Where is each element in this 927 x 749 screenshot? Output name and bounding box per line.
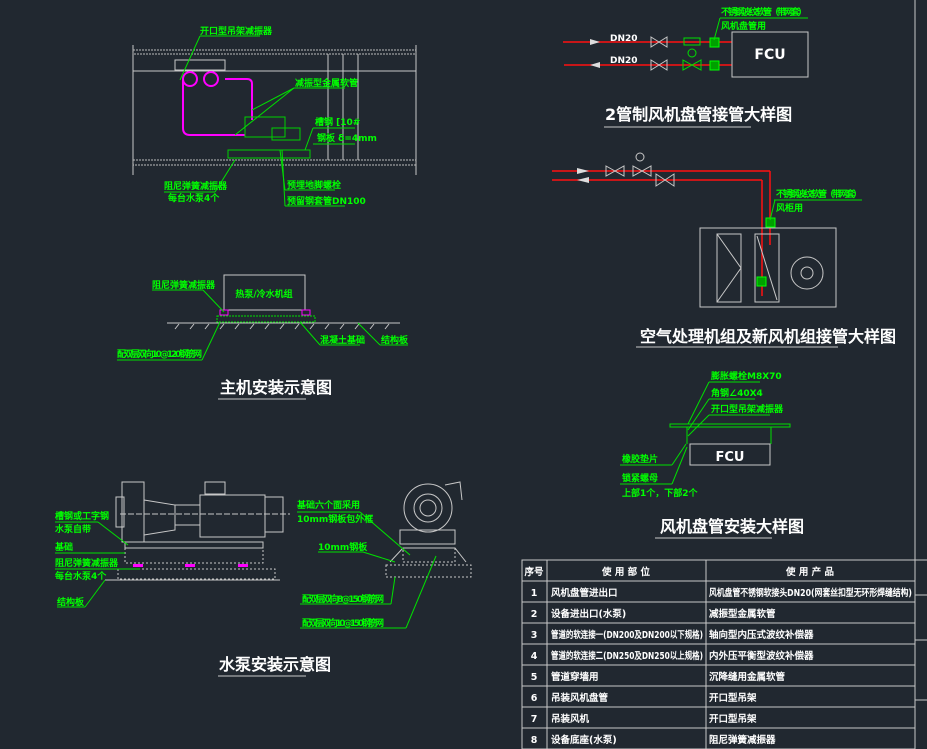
label-nut: 锁紧螺母 [622, 472, 658, 484]
title-fcu-2pipe: 2管制风机盘管接管大样图 [605, 105, 792, 124]
cell-product: 风机盘管不锈钢软接头DN20(网套丝扣型无环形焊缝结构) [709, 587, 912, 599]
cell-product: 阻尼弹簧减振器 [709, 734, 776, 746]
cell-location: 管道的软连接一(DN200及DN200以下规格) [551, 629, 703, 641]
cell-location: 吊装风机盘管 [551, 692, 609, 704]
label-hose: 不锈钢波纹软管（带网套） [776, 188, 862, 200]
fcu-unit-label: FCU [716, 450, 745, 465]
label-dn20-return: DN20 [610, 56, 638, 66]
cell-product: 内外压平衡型波纹补偿器 [709, 650, 814, 662]
pump-detail: 槽钢或工字钢 水泵自带 基础 阻尼弹簧减振器 每台水泵4个 结构板 基础六个面采… [54, 481, 472, 677]
label-plate: 钢板 δ=4mm [317, 132, 377, 144]
label-damper-qty: 每台水泵4个 [55, 570, 107, 582]
header-no: 序号 [524, 566, 544, 578]
label-slab: 结构板 [57, 596, 85, 608]
cell-location: 设备底座(水泵) [551, 734, 617, 746]
label-concrete: 混凝土基础 [320, 334, 365, 346]
table-row: 1 风机盘管进出口 风机盘管不锈钢软接头DN20(网套丝扣型无环形焊缝结构) [531, 587, 912, 599]
cell-product: 减振型金属软管 [709, 608, 776, 620]
label-damper: 阻尼弹簧减振器 [152, 279, 216, 291]
label-hose-use: 风柜用 [776, 202, 803, 214]
table-row: 2 设备进出口(水泵) 减振型金属软管 [531, 608, 776, 620]
cell-product: 轴向型内压式波纹补偿器 [709, 629, 814, 641]
label-hose: 不锈钢波纹软管（带网套） [721, 6, 807, 18]
label-bolt: 预埋地脚螺栓 [287, 179, 341, 191]
label-hose-use: 风机盘管用 [721, 20, 766, 32]
cell-no: 4 [531, 651, 538, 662]
cell-no: 7 [531, 714, 538, 725]
cell-product: 沉降缝用金属软管 [709, 671, 786, 683]
label-nut-qty: 上部1个，下部2个 [622, 487, 699, 499]
table-row: 3 管道的软连接一(DN200及DN200以下规格) 轴向型内压式波纹补偿器 [531, 629, 814, 641]
sheet-border [914, 0, 927, 749]
pump-room-section: 开口型吊架减振器 减振型金属软管 槽钢 [10# 钢板 δ=4mm 阻尼弹簧减振… [132, 25, 417, 207]
label-channel: 槽钢或工字钢 [55, 510, 109, 522]
table-row: 4 管道的软连接二(DN250及DN250以上规格) 内外压平衡型波纹补偿器 [531, 650, 814, 662]
fcu-unit-label: FCU [754, 47, 785, 63]
table-row: 5 管道穿墙用 沉降缝用金属软管 [531, 671, 786, 683]
label-base: 基础 [54, 541, 73, 553]
label-damper: 阻尼弹簧减振器 [164, 180, 228, 192]
fcu-install-detail: FCU 膨胀螺栓M8X70 角钢∠40X4 开口型吊架减振器 橡胶垫片 锁紧螺母… [620, 370, 804, 539]
title-fcu-install: 风机盘管安装大样图 [660, 517, 804, 536]
label-damper-qty: 每台水泵4个 [168, 192, 220, 204]
cell-no: 1 [531, 588, 538, 599]
table-header: 序号 使 用 部 位 使 用 产 品 [524, 566, 833, 578]
cell-location: 风机盘管进出口 [551, 587, 618, 599]
cell-product: 开口型吊架 [709, 713, 757, 725]
label-plate: 10mm钢板 [318, 541, 368, 553]
cell-no: 5 [531, 672, 538, 683]
cell-location: 设备进出口(水泵) [551, 608, 626, 620]
fcu-2pipe-detail: FCU DN20 DN20 不锈钢波纹软管（带网套） 风机盘管用 2管制风机盘管… [563, 6, 809, 128]
cell-location: 管道穿墙用 [551, 671, 599, 683]
label-rebar1: 配双层双向8@150钢筋网 [302, 593, 384, 605]
label-channel: 槽钢 [10# [315, 116, 360, 128]
product-table: 序号 使 用 部 位 使 用 产 品 1 风机盘管进出口 风机盘管不锈钢软接头DN2… [521, 559, 916, 749]
label-channel2: 水泵自带 [55, 523, 91, 535]
cell-location: 吊装风机 [551, 713, 590, 725]
label-hanger: 开口型吊架减振器 [200, 25, 273, 37]
table-row: 6 吊装风机盘管 开口型吊架 [531, 692, 757, 704]
title-pump: 水泵安装示意图 [219, 655, 331, 674]
label-dn20-supply: DN20 [610, 34, 638, 44]
table-row: 7 吊装风机 开口型吊架 [531, 713, 757, 725]
label-sleeve: 预留钢套管DN100 [287, 195, 366, 207]
label-slab: 结构板 [381, 334, 409, 346]
label-damper: 阻尼弹簧减振器 [55, 557, 119, 569]
label-hanger: 开口型吊架减振器 [711, 403, 784, 415]
table-row: 8 设备底座(水泵) 阻尼弹簧减振器 [531, 734, 776, 746]
label-rebar: 配双层双向10@120钢筋网 [117, 348, 202, 360]
cell-no: 8 [531, 735, 538, 746]
label-bolt: 膨胀螺栓M8X70 [710, 370, 782, 382]
cell-product: 开口型吊架 [709, 692, 757, 704]
title-ahu: 空气处理机组及新风机组接管大样图 [640, 327, 896, 346]
cell-no: 2 [531, 609, 538, 620]
title-chiller: 主机安装示意图 [220, 378, 332, 397]
label-gasket: 橡胶垫片 [622, 453, 658, 465]
chiller-unit-label: 热泵/冷水机组 [235, 288, 292, 300]
header-product: 使 用 产 品 [785, 566, 834, 578]
chiller-detail: 热泵/冷水机组 阻尼弹簧减振器 配双层双向10@120钢筋网 混凝土基础 结构板… [117, 274, 409, 400]
label-rebar2: 配双层双向10@150钢筋网 [302, 617, 384, 629]
header-location: 使 用 部 位 [601, 566, 650, 578]
cell-location: 管道的软连接二(DN250及DN250以上规格) [551, 650, 703, 662]
label-faces2: 10mm钢板包外框 [297, 513, 373, 525]
label-faces: 基础六个面采用 [296, 499, 360, 511]
cell-no: 6 [531, 693, 538, 704]
cell-no: 3 [531, 630, 538, 641]
label-flex-hose: 减振型金属软管 [295, 77, 358, 89]
label-angle: 角钢∠40X4 [711, 387, 763, 399]
ahu-detail: 不锈钢波纹软管（带网套） 风柜用 空气处理机组及新风机组接管大样图 [552, 152, 896, 348]
